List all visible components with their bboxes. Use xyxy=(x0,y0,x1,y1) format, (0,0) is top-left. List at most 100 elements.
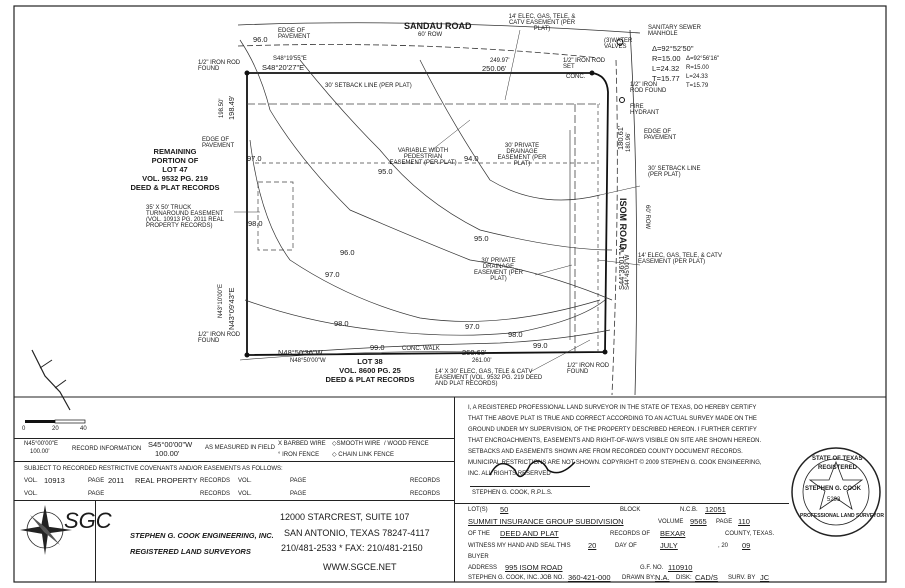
right-panel-divider xyxy=(454,397,455,582)
edge-pavement-west: EDGE OF PAVEMENT xyxy=(202,137,235,149)
legend-top-rule xyxy=(14,438,454,439)
legend-measured-distance: 100.00' xyxy=(155,449,180,458)
tb-drawn-value: N.A. xyxy=(655,573,670,582)
tb-county-texas-label: COUNTY, TEXAS. xyxy=(725,531,775,537)
iron-rod-found-ne: 1/2" IRON ROD FOUND xyxy=(630,82,667,94)
contour-label-95b: 95.0 xyxy=(378,167,393,176)
curve-data: Δ=92°52'50" R=15.00 L=24.32 T=15.77 xyxy=(652,44,694,84)
curve-radius: R=15.00 xyxy=(652,54,681,63)
contour-label-94: 94.0 xyxy=(464,154,479,163)
north-arrow xyxy=(31,349,71,411)
tb-month-value: JULY xyxy=(660,541,678,550)
contour-label-96b: 96.0 xyxy=(340,248,355,257)
iron-rod-found-nw: 1/2" IRON ROD FOUND xyxy=(198,60,241,72)
certification-text: I, A REGISTERED PROFESSIONAL LAND SURVEY… xyxy=(468,405,762,477)
legend-smooth-wire: ◇SMOOTH WIRE xyxy=(332,441,381,447)
street-north-name: SANDAU ROAD xyxy=(404,21,472,31)
restrictions-vol-label: VOL. xyxy=(24,478,38,484)
tb-year-value: 09 xyxy=(742,541,751,550)
tb-lot-label: LOT(S) xyxy=(468,507,488,513)
legend-measured: S45°00'00"W xyxy=(148,440,193,449)
curve-record-radius: R=15.00 xyxy=(686,65,709,71)
tb-subdivision: SUMMIT INSURANCE GROUP SUBDIVISION xyxy=(468,517,624,526)
company-name: STEPHEN G. COOK ENGINEERING, INC. xyxy=(130,531,274,540)
contour-94 xyxy=(419,59,601,201)
seal-bottom: PROFESSIONAL LAND SURVEYOR xyxy=(800,513,884,519)
restrictions-page: 2011 xyxy=(108,476,125,485)
east-distance-record: 180.96' xyxy=(626,132,632,153)
iron-rod-set-ne: 1/2" IRON ROD SET xyxy=(563,58,606,70)
curve-record-data: Δ=92°56'16" R=15.00 L=24.33 T=15.79 xyxy=(686,55,719,91)
restrictions-records-label-3: RECORDS xyxy=(410,478,441,484)
conc-walk-note: CONC. WALK xyxy=(402,346,440,352)
surveyor-seal xyxy=(791,447,881,537)
south-bearing-record: N48°50'00"W xyxy=(290,358,326,364)
tb-ncb-label: N.C.B. xyxy=(680,507,698,513)
hydrant-symbol xyxy=(619,97,625,103)
tb-lot-value: 50 xyxy=(500,505,509,514)
scale-40: 40 xyxy=(80,426,87,432)
company-web: WWW.SGCE.NET xyxy=(323,562,397,572)
leader-ped xyxy=(431,119,471,151)
contour-label-97c: 97.0 xyxy=(465,322,480,331)
drainage-easement-note-north: 30' PRIVATE DRAINAGE EASEMENT (PER PLAT) xyxy=(497,143,547,167)
contour-97 xyxy=(249,139,601,322)
curve-delta: Δ=92°52'50" xyxy=(652,44,694,53)
tb-gf-label: G.F. NO. xyxy=(640,565,664,571)
water-valves-note: (3)WATER VALVES xyxy=(604,38,633,50)
logo-divider xyxy=(95,500,96,582)
tb-day-value: 20 xyxy=(588,541,597,550)
east-bearing-record: S44°45'00"W xyxy=(625,254,631,290)
remaining-line-1: REMAINING xyxy=(153,147,197,156)
company-tagline: REGISTERED LAND SURVEYORS xyxy=(130,547,251,556)
north-bearing: S48°20'27"E xyxy=(262,63,305,72)
remaining-line-2: PORTION OF xyxy=(151,156,199,165)
signature-rule xyxy=(470,486,590,487)
seal-number: 5293 xyxy=(827,497,841,503)
restrictions-records-label-2: RECORDS xyxy=(200,491,231,497)
tb-of-the-label: OF THE xyxy=(468,531,490,537)
certification-signer: STEPHEN G. COOK, R.P.L.S. xyxy=(472,490,553,496)
lot38-label: LOT 38 VOL. 8600 PG. 25 DEED & PLAT RECO… xyxy=(310,357,430,384)
legend-chain-link: ◇ CHAIN LINK FENCE xyxy=(332,452,394,458)
lot38-line-2: VOL. 8600 PG. 25 xyxy=(339,366,401,375)
seal-registered: REGISTERED xyxy=(818,465,858,471)
conc-note: CONC. xyxy=(566,74,586,80)
tb-records-of-label: RECORDS OF xyxy=(610,531,651,537)
sandau-edge-pavement xyxy=(237,44,601,59)
company-logo-text: SGC xyxy=(64,508,112,533)
setback-north-note: 30' SETBACK LINE (PER PLAT) xyxy=(325,83,412,89)
contour-label-99b: 99.0 xyxy=(370,343,385,352)
curve-record-length: L=24.33 xyxy=(686,74,708,80)
contour-label-96a: 96.0 xyxy=(253,35,268,44)
ped-easement-note: VARIABLE WIDTH PEDESTRIAN EASEMENT (PER … xyxy=(389,148,457,166)
west-distance-record: 198.50' xyxy=(219,98,225,119)
sandau-road-line xyxy=(237,22,641,34)
restrictions-records: REAL PROPERTY xyxy=(135,476,198,485)
sewer-manhole-note: SANITARY SEWER MANHOLE xyxy=(648,25,702,37)
property-boundary xyxy=(246,72,609,356)
seal-top: STATE OF TEXAS xyxy=(812,456,863,462)
tb-job-label: JOB NO. xyxy=(540,575,565,581)
tb-surv-value: JC xyxy=(760,573,770,582)
tb-page-value: 110 xyxy=(738,517,750,526)
restrictions-bottom-rule xyxy=(14,500,454,501)
leader-elec-east xyxy=(597,259,641,266)
north-arrow-barbs xyxy=(39,359,67,389)
tb-volume-label: VOLUME xyxy=(658,519,684,525)
tb-ncb-value: 12051 xyxy=(705,505,726,514)
tb-buyer-label: BUYER xyxy=(468,554,489,560)
iron-rod-sw xyxy=(244,352,250,358)
contour-99 xyxy=(299,329,611,353)
scale-bar-open xyxy=(54,419,86,424)
company-phone: 210/481-2533 * FAX: 210/481-2150 xyxy=(281,543,423,553)
truck-easement-note: 35' X 50' TRUCK TURNAROUND EASEMENT (VOL… xyxy=(146,205,224,229)
contour-label-95: 95.0 xyxy=(474,234,489,243)
iron-rod-nw xyxy=(244,70,250,76)
tb-gf-value: 110910 xyxy=(668,563,693,572)
restrictions-vol-label-3: VOL. xyxy=(238,478,252,484)
remaining-line-5: DEED & PLAT RECORDS xyxy=(130,183,220,192)
legend-basis-distance: 100.00' xyxy=(30,449,50,455)
title-block-top-rule xyxy=(454,503,789,504)
north-distance: 250.06' xyxy=(482,64,507,73)
